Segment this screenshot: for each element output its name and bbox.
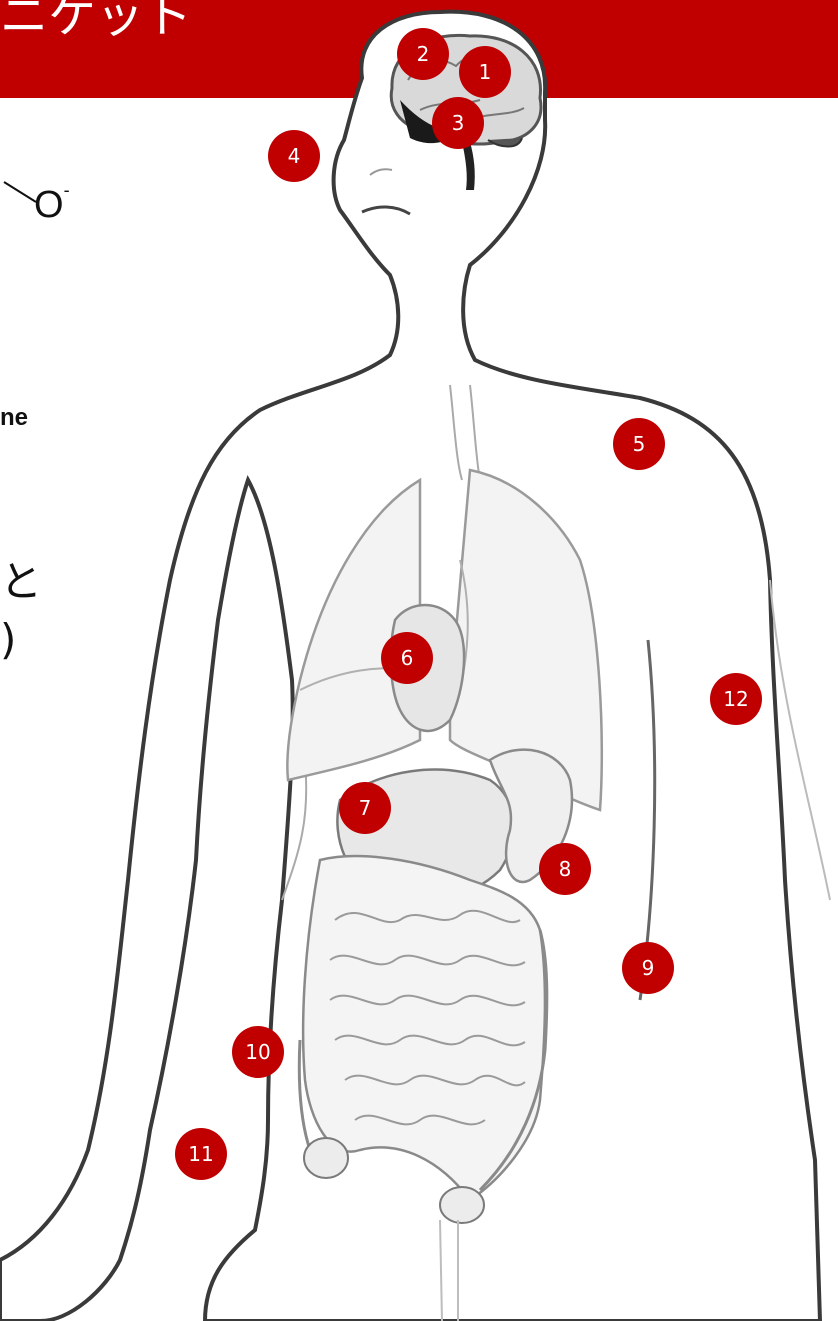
marker-2[interactable]: 2: [397, 28, 449, 80]
marker-9[interactable]: 9: [622, 942, 674, 994]
bold-text-fragment: ne: [0, 404, 28, 432]
marker-7[interactable]: 7: [339, 782, 391, 834]
marker-11[interactable]: 11: [175, 1128, 227, 1180]
paren-text-fragment: ): [0, 615, 16, 664]
marker-12[interactable]: 12: [710, 673, 762, 725]
charge-label: -: [64, 180, 70, 200]
marker-8[interactable]: 8: [539, 843, 591, 895]
marker-10[interactable]: 10: [232, 1026, 284, 1078]
bond-line: [2, 180, 42, 210]
marker-6[interactable]: 6: [381, 632, 433, 684]
marker-4[interactable]: 4: [268, 130, 320, 182]
marker-3[interactable]: 3: [432, 97, 484, 149]
japanese-text-fragment: と: [0, 548, 42, 609]
marker-5[interactable]: 5: [613, 418, 665, 470]
marker-1[interactable]: 1: [459, 46, 511, 98]
molecule-fragment: O-: [34, 184, 70, 227]
